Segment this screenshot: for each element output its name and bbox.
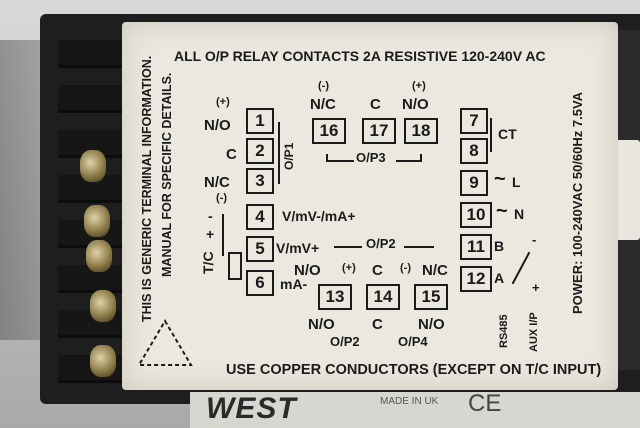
terminal-4: 4 — [246, 204, 274, 230]
terminal-3-label: N/C — [204, 174, 230, 191]
terminal-5-label: V/mV+ — [276, 240, 320, 256]
terminal-11-label: B — [494, 238, 505, 254]
label-header: ALL O/P RELAY CONTACTS 2A RESISTIVE 120-… — [174, 48, 546, 64]
op3-bracket-left — [326, 154, 328, 162]
terminal-13-top-label: N/O — [294, 262, 321, 279]
terminal-label: ALL O/P RELAY CONTACTS 2A RESISTIVE 120-… — [122, 22, 618, 390]
terminal-13: 13 — [318, 284, 352, 310]
tc-minus-sign: - — [208, 208, 213, 224]
terminal-16: 16 — [312, 118, 346, 144]
terminal-screw — [90, 290, 116, 322]
terminal-screw — [86, 240, 112, 272]
terminal-18-top-label: N/O — [402, 96, 429, 113]
label-footer: USE COPPER CONDUCTORS (EXCEPT ON T/C INP… — [226, 362, 602, 378]
terminal-2: 2 — [246, 138, 274, 164]
terminal-6-label: mA- — [280, 276, 308, 292]
terminal-17: 17 — [362, 118, 396, 144]
terminal-4-label: V/mV-/mA+ — [282, 208, 356, 224]
terminal-14-bottom-label: C — [372, 316, 383, 333]
op1-bracket — [278, 122, 280, 184]
aux-plus-sign: + — [532, 280, 540, 295]
op4-label: O/P4 — [398, 334, 428, 349]
terminal-13-sign: (+) — [342, 262, 356, 274]
terminal-1-label: N/O — [204, 117, 231, 134]
terminal-14-top-label: C — [372, 262, 383, 279]
terminal-7: 7 — [460, 108, 488, 134]
terminal-18: 18 — [404, 118, 438, 144]
ct-label: CT — [498, 126, 517, 142]
op2-top-label: O/P2 — [366, 236, 396, 251]
terminal-10: 10 — [460, 202, 492, 228]
op1-label: O/P1 — [282, 142, 296, 170]
terminal-15: 15 — [414, 284, 448, 310]
op2-top-line-left — [334, 246, 362, 248]
terminal-9-label: L — [512, 174, 521, 190]
terminal-18-sign: (+) — [412, 80, 426, 92]
terminal-3: 3 — [246, 168, 274, 194]
terminal-12-label: A — [494, 270, 505, 286]
terminal-6: 6 — [246, 270, 274, 296]
ce-mark-icon: CE — [468, 390, 502, 417]
power-rating: POWER: 100-240VAC 50/60Hz 7.5VA — [570, 91, 585, 314]
brand-logo: WEST — [206, 392, 297, 425]
tc-plus-sign: + — [206, 226, 215, 242]
terminal-10-label: N — [514, 206, 525, 222]
terminal-2-label: C — [226, 146, 237, 163]
terminal-5: 5 — [246, 236, 274, 262]
terminal-fin — [58, 40, 126, 68]
op2-bottom-label: O/P2 — [330, 334, 360, 349]
terminal-15-top-label: N/C — [422, 262, 448, 279]
rs485-label: RS485 — [498, 314, 510, 348]
terminal-8: 8 — [460, 138, 488, 164]
terminal-16-top-label: N/C — [310, 96, 336, 113]
terminal-15-sign: (-) — [400, 262, 411, 274]
resistor-symbol — [228, 252, 242, 280]
terminal-1: 1 — [246, 108, 274, 134]
terminal-fin — [58, 85, 126, 113]
terminal-13-bottom-label: N/O — [308, 316, 335, 333]
op3-line-left — [326, 160, 354, 162]
op3-label: O/P3 — [356, 150, 386, 165]
terminal-16-sign: (-) — [318, 80, 329, 92]
aux-switch-symbol — [511, 251, 531, 285]
terminal-12: 12 — [460, 266, 492, 292]
warning-triangle-icon — [137, 319, 193, 366]
aux-minus-sign: - — [532, 232, 537, 247]
op2-top-line-right — [404, 246, 434, 248]
terminal-screw — [84, 205, 110, 237]
label-vertical-note-2: MANUAL FOR SPECIFIC DETAILS. — [160, 72, 174, 277]
terminal-14: 14 — [366, 284, 400, 310]
op3-bracket-right — [420, 154, 422, 162]
terminal-1-sign: (+) — [216, 96, 230, 108]
ct-bracket — [490, 118, 492, 152]
terminal-17-top-label: C — [370, 96, 381, 113]
product-base — [190, 392, 640, 428]
tilde-symbol-l: ~ — [494, 168, 506, 190]
terminal-11: 11 — [460, 234, 492, 260]
label-vertical-note-1: THIS IS GENERIC TERMINAL INFORMATION. — [140, 55, 154, 322]
terminal-screw — [80, 150, 106, 182]
terminal-3-sign: (-) — [216, 192, 227, 204]
aux-input-label: AUX I/P — [528, 312, 540, 352]
terminal-9: 9 — [460, 170, 488, 196]
made-in-label: MADE IN UK — [380, 396, 439, 407]
terminal-15-bottom-label: N/O — [418, 316, 445, 333]
op3-line-right — [396, 160, 420, 162]
tilde-symbol-n: ~ — [496, 200, 508, 222]
terminal-screw — [90, 345, 116, 377]
thermocouple-label: T/C — [200, 251, 216, 274]
tc-wire — [222, 214, 224, 256]
